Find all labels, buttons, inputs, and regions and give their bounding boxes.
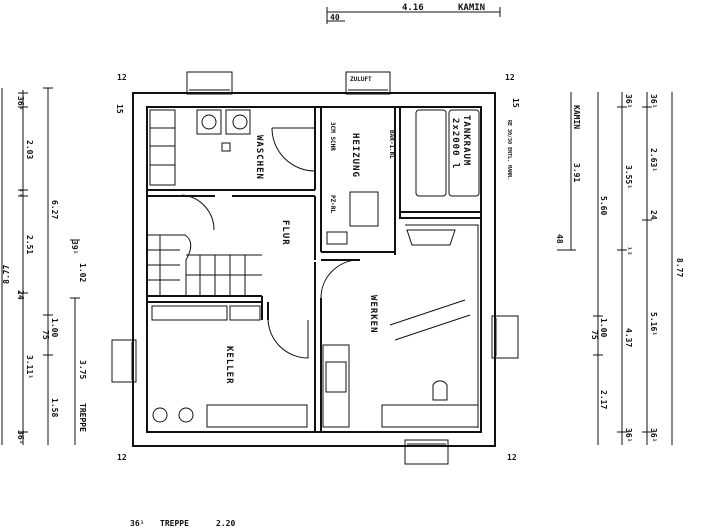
dim-text: 39¹ [70,240,79,254]
annotation: BAR-1.RL [388,130,395,159]
dim-text: 36¹ [130,519,144,528]
room-label-werken: WERKEN [368,295,378,334]
dim-text: TREPPE [78,403,87,432]
dim-text: 48 [555,234,564,244]
dim-text: 36¹ [16,430,25,444]
dim-text: 36¹ [624,428,633,442]
fixtures [149,109,480,428]
dim-text: 3.91 [572,163,581,182]
interior-walls [147,107,481,432]
right-dimensions: KAMIN 3.91 48 5.60 1.00 75 2.17 36¹ 3.55… [555,92,684,445]
dim-text: 5.16¹ [649,312,658,336]
dim-text: 2.17 [599,390,608,409]
dim-text: ¹² [624,246,633,256]
dim-text: 8.77 [675,258,684,277]
corner-marks: 12 12 15 15 12 12 [115,73,520,462]
dim-text: 4.37 [624,328,633,347]
total-dim: 8.77 [2,265,11,284]
dim-text: 12 [505,73,515,82]
dim-text: KAMIN [572,105,581,129]
annotation: 3CM SCHR [329,122,336,151]
room-label-flur: FLUR [280,220,290,246]
dim-text: 3.11¹ [25,355,34,379]
dim-text: 2.03 [25,140,34,159]
dim-text: 15 [115,104,124,114]
dim-text: 1.02 [78,263,87,282]
room-label-heizung: HEIZUNG [350,133,360,178]
dim-text: 24 [649,210,658,220]
dim-text: 2.51 [25,235,34,254]
dim-text: 75 [41,330,50,340]
dim-text: 36¹ [624,94,633,108]
dim-text: TREPPE [160,519,189,528]
dim-text: 2.63¹ [649,148,658,172]
dim-text: 12 [117,453,127,462]
dim-text: 3.75 [78,360,87,379]
tankraum-capacity: 2x2000 l [450,118,460,169]
outer-wall [132,92,496,447]
dim-text: 1.00 [599,318,608,337]
dim-text: 12 [117,73,127,82]
dim-text: 36¹ [649,94,658,108]
annotation: RE 30/30 ENTL. MANN. [506,120,512,180]
room-label-tankraum: TANKRAUM [461,115,471,166]
dim-text: 15 [511,98,520,108]
room-labels: WASCHEN HEIZUNG TANKRAUM 2x2000 l FLUR K… [224,115,512,385]
top-dimension: 4.16 KAMIN 40 [326,3,501,24]
dim-text: 2.20 [216,519,235,528]
dim-text: 5.60 [599,196,608,215]
dim-text: 1.00 [50,318,59,337]
doors [181,127,360,359]
dim-text: 1.58 [50,398,59,417]
dim-text: 12 [507,453,517,462]
dim-text: 4.16 [402,3,424,13]
dim-text: 6.27 [50,200,59,219]
dim-text: 3.55¹ [624,165,633,189]
stairs [147,234,262,296]
dim-text: 40 [330,13,340,22]
dim-text: 75 [590,330,599,340]
dim-text: 36¹ [16,96,25,110]
room-label-keller: KELLER [224,346,234,385]
dim-text: ¹² [16,188,25,198]
zuluft-label: ZULUFT [350,76,372,83]
annotation: PZ-RL [329,195,336,213]
room-label-waschen: WASCHEN [254,135,264,180]
bottom-dimensions: 36¹ TREPPE 2.20 [130,519,235,528]
dim-text: 24 [16,290,25,300]
dim-text: 36¹ [649,428,658,442]
dim-text: KAMIN [458,3,485,13]
left-dimensions: 36¹ 2.03 ¹² 2.51 24 3.11¹ 36¹ 8.77 6.27 … [1,87,87,445]
